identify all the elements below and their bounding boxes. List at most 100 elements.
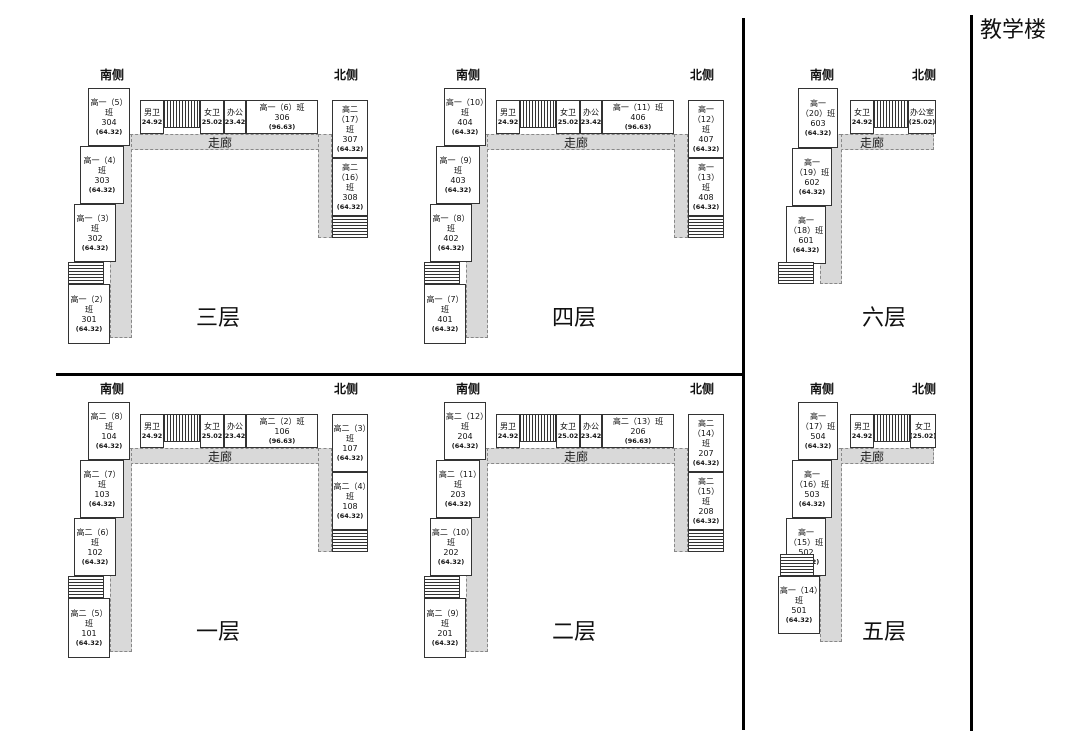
room-number: 107: [342, 443, 358, 453]
north-side-label: 北侧: [912, 382, 937, 396]
room-name: 高一（11）班: [612, 102, 664, 112]
room-name: 高二（16）班: [336, 162, 364, 192]
room-number: 106: [274, 426, 290, 436]
room-area: (24.92): [850, 431, 874, 440]
room: 女卫(25.02): [200, 100, 224, 134]
room-name: 高一（10）班: [445, 97, 485, 117]
staircase: [688, 216, 724, 238]
room-number: 403: [450, 175, 466, 185]
room-name: 高二（3）班: [333, 423, 367, 443]
room-name: 高二（2）班: [259, 416, 305, 426]
staircase: [780, 554, 814, 576]
room-name: 高二（9）班: [426, 608, 464, 628]
floor-label: 五层: [862, 620, 907, 645]
room-area: (96.63): [268, 436, 296, 445]
room-area: (24.92): [496, 117, 520, 126]
room-number: 101: [81, 628, 97, 638]
room-area: (23.42): [580, 117, 602, 126]
room-name: 高一（6）班: [259, 102, 305, 112]
staircase: [68, 576, 104, 598]
room-name: 高一（12）班: [692, 104, 720, 134]
room-name: 高二（15）班: [692, 476, 720, 506]
room-number: 206: [630, 426, 646, 436]
page-title: 教学楼: [980, 18, 1047, 43]
room-area: (64.32): [792, 245, 820, 254]
room-name: 高二（14）班: [692, 418, 720, 448]
room: 女卫(25.02): [910, 414, 936, 448]
room-number: 301: [81, 314, 97, 324]
corridor-label: 走廊: [208, 450, 233, 464]
room-area: (64.32): [437, 557, 465, 566]
staircase: [424, 262, 460, 284]
north-side-label: 北侧: [334, 382, 359, 396]
room-name: 高一（17）班: [800, 411, 836, 431]
corridor-right: [674, 134, 688, 238]
south-side-label: 南侧: [810, 68, 835, 82]
room-number: 502: [798, 547, 814, 557]
room-area: (64.32): [336, 511, 364, 520]
room-number: 404: [457, 117, 473, 127]
room-number: 204: [457, 431, 473, 441]
room-area: (23.42): [580, 431, 602, 440]
room: 办公(23.42): [580, 100, 602, 134]
room-area: (64.32): [336, 453, 364, 462]
room-number: 208: [698, 506, 714, 516]
room-number: 302: [87, 233, 103, 243]
room-area: (64.32): [336, 144, 364, 153]
room-name: 办公: [227, 421, 243, 431]
room: 办公室(25.02): [908, 100, 936, 134]
room-name: 高二（10）班: [431, 527, 471, 547]
room-name: 高一（8）班: [432, 213, 470, 233]
room: 女卫(24.92): [850, 100, 874, 134]
corridor-right: [674, 448, 688, 552]
floor-2: 南侧北侧走廊男卫(24.92)女卫(25.02)办公(23.42)高二（13）班…: [356, 314, 736, 674]
floor-label: 二层: [552, 620, 597, 645]
room-name: 高一（19）班: [794, 157, 830, 177]
room-area: (64.32): [95, 127, 123, 136]
room-name: 高一（20）班: [800, 98, 836, 118]
room-area: (25.02): [200, 431, 224, 440]
room-name: 办公室: [910, 107, 934, 117]
north-side-label: 北侧: [690, 68, 715, 82]
corridor-label: 走廊: [564, 136, 589, 150]
room-number: 602: [804, 177, 820, 187]
room-name: 高二（11）班: [438, 469, 478, 489]
room-name: 高二（5）班: [70, 608, 108, 628]
room-area: (64.32): [431, 638, 459, 647]
room-name: 男卫: [854, 421, 870, 431]
room-area: (64.32): [75, 638, 103, 647]
south-side-label: 南侧: [456, 382, 481, 396]
room-number: 407: [698, 134, 714, 144]
room-area: (64.32): [88, 185, 116, 194]
room-area: (64.32): [75, 324, 103, 333]
room-area: (64.32): [88, 499, 116, 508]
room-number: 601: [798, 235, 814, 245]
floor-4: 南侧北侧走廊男卫(24.92)女卫(25.02)办公(23.42)高一（11）班…: [356, 0, 736, 360]
staircase: [332, 216, 368, 238]
room-name: 女卫: [560, 107, 576, 117]
staircase: [688, 530, 724, 552]
room-name: 高一（14）班: [779, 585, 819, 605]
floor-label: 三层: [196, 306, 241, 331]
horizontal-divider: [56, 373, 744, 376]
room-area: (64.32): [798, 187, 826, 196]
room-number: 108: [342, 501, 358, 511]
